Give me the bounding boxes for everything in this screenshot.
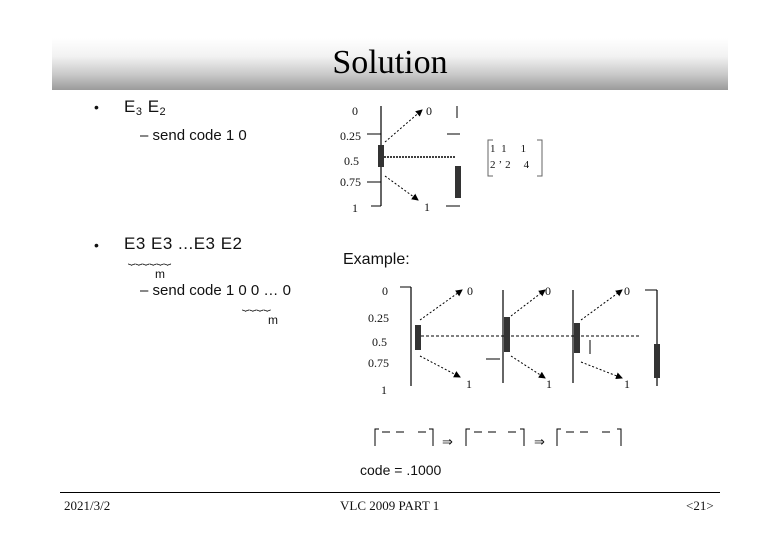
d1-right-0: 0 bbox=[426, 104, 432, 118]
d1-tick-05: 0.5 bbox=[344, 154, 359, 168]
footer-page-number: <21> bbox=[686, 498, 714, 513]
example-matrices bbox=[374, 428, 622, 446]
bullet-2-subitem: – send code 1 0 0 … 0 bbox=[140, 282, 291, 299]
ex-tick-075: 0.75 bbox=[368, 356, 389, 370]
bullet-1-sub-b: 2 bbox=[159, 106, 167, 118]
bullet-2-text: E3 E3 ...E3 E2 bbox=[124, 234, 243, 253]
bullet-1-e: E bbox=[124, 97, 136, 116]
d1-tick-025: 0.25 bbox=[340, 129, 361, 143]
example-diagram bbox=[400, 286, 660, 386]
ex-right-0-c: 0 bbox=[624, 284, 630, 298]
ex-tick-0: 0 bbox=[382, 284, 388, 298]
diagram-1 bbox=[367, 106, 543, 207]
d1-right-1: 1 bbox=[424, 200, 430, 214]
d1-tick-0: 0 bbox=[352, 104, 358, 118]
bullet-marker-2: • bbox=[94, 237, 99, 253]
bullet-1-sub-a: 3 bbox=[135, 106, 143, 118]
bullet-1-e2: E bbox=[147, 97, 160, 116]
bullet-2-brace: ⏟⏟⏟⏟⏟⏟ bbox=[128, 251, 172, 265]
ex-tick-1: 1 bbox=[381, 383, 387, 397]
example-label: Example: bbox=[343, 251, 410, 268]
ex-right-1-b: 1 bbox=[546, 377, 552, 391]
bullet-marker-1: • bbox=[94, 99, 99, 115]
d1-tick-075: 0.75 bbox=[340, 175, 361, 189]
footer-divider bbox=[60, 492, 720, 493]
page-title: Solution bbox=[332, 44, 448, 81]
footer-date: 2021/3/2 bbox=[64, 498, 111, 513]
bullet-2-m-label: m bbox=[155, 267, 165, 281]
bullet-1-subitem: – send code 1 0 bbox=[140, 127, 247, 144]
ex-implies-2: ⇒ bbox=[534, 434, 545, 449]
ex-right-0-b: 0 bbox=[545, 284, 551, 298]
bullet-1-text: E3 E2 bbox=[124, 97, 166, 118]
ex-right-1-a: 1 bbox=[466, 377, 472, 391]
ex-right-1-c: 1 bbox=[624, 377, 630, 391]
ex-right-0-a: 0 bbox=[467, 284, 473, 298]
bullet-2-sub-m-label: m bbox=[268, 313, 278, 327]
d1-tick-1: 1 bbox=[352, 201, 358, 215]
ex-tick-05: 0.5 bbox=[372, 335, 387, 349]
bullet-2-sub-brace: ⏟⏟⏟⏟ bbox=[242, 297, 271, 311]
example-code: code = .1000 bbox=[360, 462, 442, 478]
ex-tick-025: 0.25 bbox=[368, 311, 389, 325]
ex-implies-1: ⇒ bbox=[442, 434, 453, 449]
title-bar: Solution bbox=[52, 38, 728, 90]
footer-course: VLC 2009 PART 1 bbox=[340, 498, 440, 513]
